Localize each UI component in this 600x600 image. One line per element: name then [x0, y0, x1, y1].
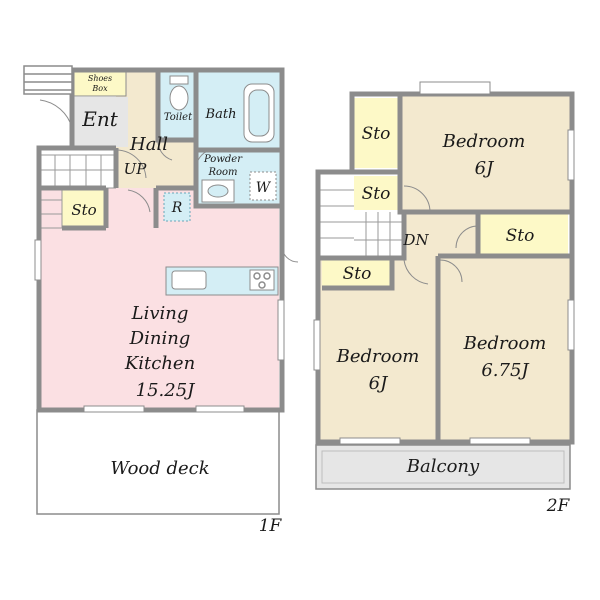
- balcony-area: [315, 444, 571, 490]
- stairs-1f: [39, 154, 116, 229]
- bathtub-icon: [243, 83, 275, 143]
- bedroom-c-size-label: 6.75J: [481, 360, 530, 381]
- bedroom-a-area: [400, 94, 572, 212]
- toilet-icon: [169, 75, 189, 111]
- wood-deck-label: Wood deck: [110, 458, 209, 479]
- storage-1f-label: Sto: [71, 201, 96, 219]
- sink-icon: [171, 270, 207, 290]
- bedroom-b-label: Bedroom: [336, 346, 420, 367]
- bedroom-a-label: Bedroom: [442, 131, 526, 152]
- shoes-box-label-line2: Box: [91, 84, 108, 93]
- walls-1f: [36, 67, 285, 413]
- storage-2f-a-area: [354, 98, 398, 168]
- doors-2f: [403, 185, 479, 285]
- shoes-box-label-line1: Shoes: [88, 74, 112, 83]
- floor1-label: 1F: [259, 516, 283, 536]
- storage-2f-d-label: Sto: [343, 264, 372, 284]
- doors-1f: [39, 99, 299, 263]
- wood-deck-area: [36, 409, 280, 515]
- storage-2f-d-area: [322, 258, 392, 288]
- storage-2f-a-label: Sto: [362, 124, 391, 144]
- storage-2f-c-area: [480, 214, 568, 256]
- bedroom-c-label: Bedroom: [463, 333, 547, 354]
- toilet-label: Toilet: [164, 112, 193, 123]
- balcony-label: Balcony: [406, 456, 480, 477]
- entrance-label: Ent: [81, 107, 118, 131]
- kitchen-counter: [165, 266, 279, 296]
- floor1-plan: Ent Shoes Box Hall UP Toilet Bath Powder…: [23, 65, 299, 536]
- storage-2f-c-label: Sto: [506, 226, 535, 246]
- ldk-label-line1: Living: [131, 303, 189, 324]
- ldk-label-line2: Dining: [129, 328, 191, 349]
- powder-room-label-line1: Powder: [203, 154, 243, 165]
- up-label: UP: [124, 160, 148, 178]
- powder-room-label-line2: Room: [207, 167, 237, 178]
- windows-1f: [34, 239, 285, 413]
- refrigerator-area: [163, 192, 191, 222]
- storage-2f-b-label: Sto: [362, 184, 391, 204]
- floor2-label: 2F: [546, 496, 571, 516]
- walls-2f: [315, 91, 575, 445]
- bedroom-a-size-label: 6J: [475, 158, 495, 179]
- storage-1f-area: [62, 188, 106, 228]
- bath-label: Bath: [205, 107, 237, 122]
- floor2-plan: Sto Sto Sto Sto Bedroom 6J DN Bedroom 6J…: [313, 81, 575, 516]
- storage-2f-b-area: [354, 176, 398, 210]
- entrance-area: [72, 97, 128, 147]
- down-label: DN: [402, 231, 429, 249]
- washer-space: [249, 171, 277, 201]
- hall-label: Hall: [129, 134, 168, 155]
- bedroom-c-area: [438, 256, 572, 442]
- refrigerator-label: R: [171, 200, 183, 216]
- entrance-porch: [23, 65, 73, 95]
- bedroom-b-size-label: 6J: [369, 373, 389, 394]
- ldk-label-line3: Kitchen: [124, 353, 195, 374]
- stove-icon: [249, 269, 275, 291]
- windows-2f: [313, 81, 575, 445]
- stairs-2f: [318, 172, 404, 258]
- washbasin-icon: [201, 179, 235, 203]
- ldk-size-label: 15.25J: [136, 380, 197, 401]
- washer-label: W: [256, 180, 272, 196]
